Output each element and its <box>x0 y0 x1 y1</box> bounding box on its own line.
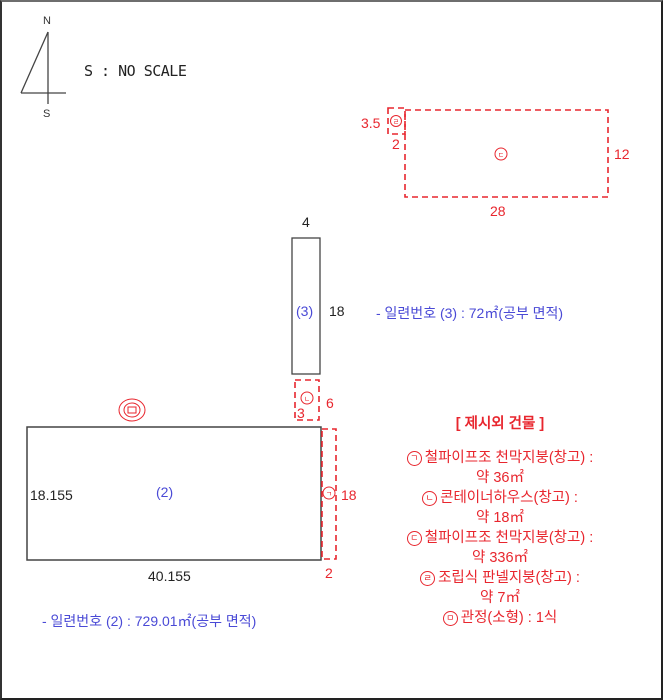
building-3-label: (3) <box>296 303 314 319</box>
annex-c-height-dim: 12 <box>614 146 630 162</box>
annex-a-height-dim: 18 <box>341 487 357 503</box>
annex-c-marker-icon <box>494 147 508 161</box>
annex-c-marker-text: ㄷ <box>498 151 504 159</box>
annex-d-outline <box>387 107 406 135</box>
building-2-width-dim: 40.155 <box>148 568 191 584</box>
building-2-label: (2) <box>156 484 174 500</box>
annex-a-marker-icon <box>322 486 336 500</box>
annex-b-marker-icon: ㄴ <box>422 491 438 506</box>
annex-d-marker-text: ㄹ <box>393 118 399 126</box>
legend-item-a-area: 약 36㎡ <box>476 470 524 486</box>
annex-c-marker-icon: ㄷ <box>406 531 422 546</box>
building-2-outline <box>26 426 322 561</box>
annex-a-marker-text: ㄱ <box>326 490 332 498</box>
building-3-outline <box>291 237 321 375</box>
well-marker-icon <box>118 398 146 422</box>
annex-d-width-dim: 2 <box>392 136 400 152</box>
annex-d-marker-icon: ㄹ <box>420 571 436 586</box>
well-marker-icon: ㅁ <box>442 611 458 626</box>
lot-3-note: - 일련번호 (3) : 72㎡(공부 면적) <box>376 305 564 321</box>
north-arrow-icon <box>20 31 66 104</box>
south-label: S <box>43 108 51 120</box>
building-2-height-dim: 18.155 <box>30 487 73 503</box>
building-3-width-dim: 4 <box>302 214 310 230</box>
annex-a-marker-icon: ㄱ <box>406 451 422 466</box>
annex-a-width-dim: 2 <box>325 565 333 581</box>
lot-2-note: - 일련번호 (2) : 729.01㎡(공부 면적) <box>42 613 257 629</box>
annex-b-marker-icon <box>300 391 314 405</box>
annex-b-outline <box>294 379 320 421</box>
annex-d-height-dim: 3.5 <box>361 115 381 131</box>
annex-a-outline <box>321 428 337 560</box>
annex-b-height-dim: 6 <box>326 395 334 411</box>
annex-d-marker-icon <box>390 115 402 127</box>
annex-b-width-dim: 3 <box>297 405 305 421</box>
legend-item-c-area: 약 336㎡ <box>471 550 529 566</box>
legend-title: [ 제시외 건물 ] <box>455 416 545 432</box>
building-3-height-dim: 18 <box>329 303 345 319</box>
annex-b-marker-text: ㄴ <box>304 395 310 403</box>
annex-c-outline <box>404 109 609 198</box>
north-label: N <box>43 15 51 27</box>
legend-item-d-area: 약 7㎡ <box>480 590 520 606</box>
legend-item-b-area: 약 18㎡ <box>476 510 524 526</box>
scale-note: S : NO SCALE <box>84 62 187 80</box>
annex-c-width-dim: 28 <box>490 203 506 219</box>
